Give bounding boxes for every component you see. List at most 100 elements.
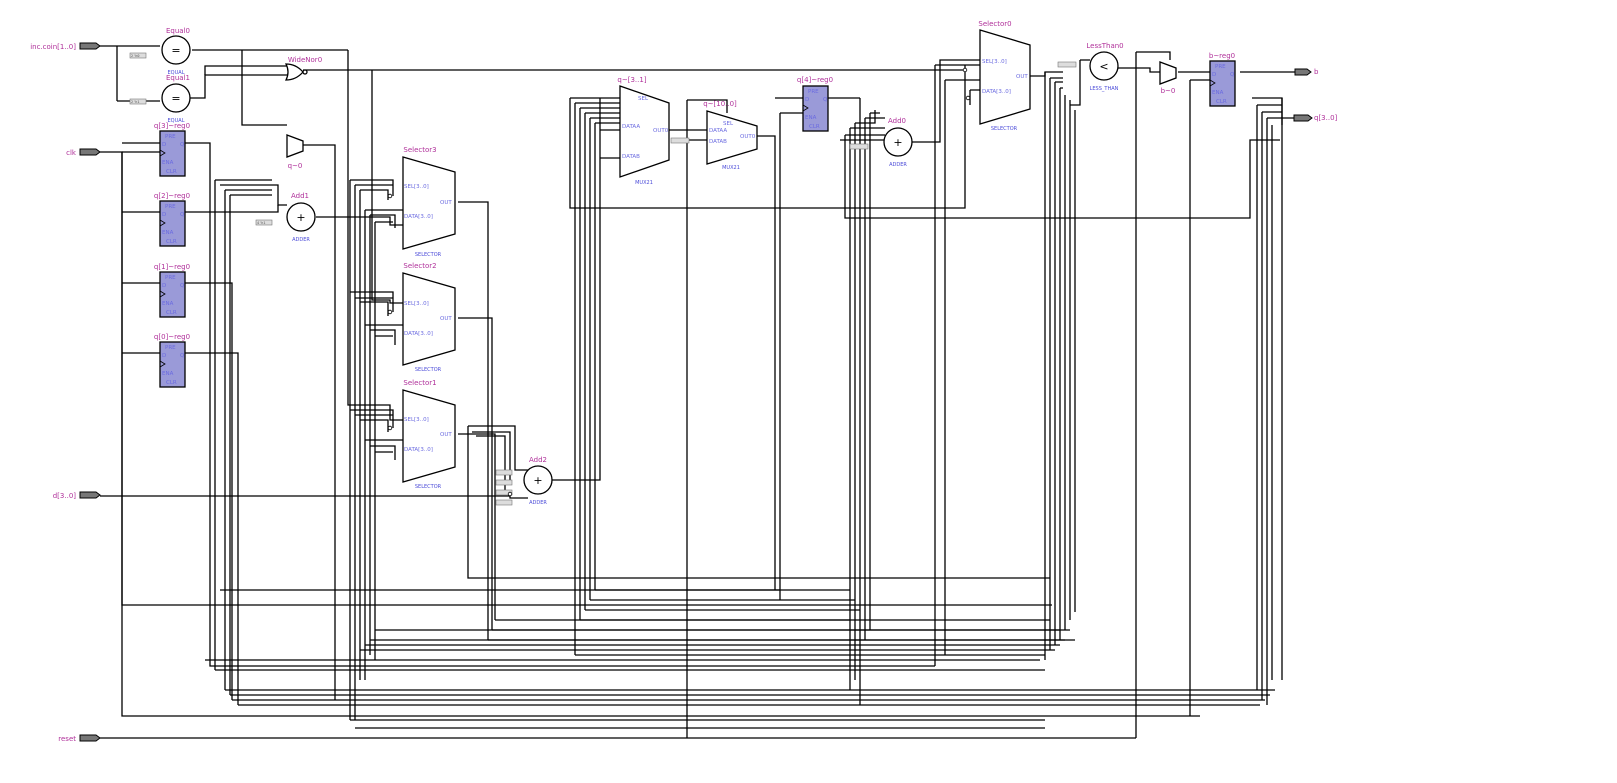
less-than0-label: LessThan0 — [1086, 42, 1123, 50]
selector0-label: Selector0 — [978, 20, 1011, 28]
output-pin-q[interactable]: q[3..0] — [1293, 114, 1338, 122]
svg-text:CLR: CLR — [809, 124, 820, 130]
svg-text:D: D — [162, 142, 166, 148]
svg-text:PRE: PRE — [1215, 64, 1226, 70]
equal1-block[interactable]: Equal1 2'h1 = EQUAL — [129, 74, 191, 124]
svg-text:Q: Q — [180, 142, 185, 148]
less-than0-block[interactable]: LessThan0 < LESS_THAN — [1057, 42, 1124, 92]
equal0-symbol: = — [171, 44, 180, 57]
selector2-type: SELECTOR — [415, 367, 442, 373]
mux-q31-type: MUX21 — [635, 180, 653, 186]
register-b[interactable]: b~reg0 PRE D Q ENA CLR — [1209, 52, 1236, 107]
q0-reg-label: q[0]~reg0 — [154, 333, 190, 341]
pin-label-clk: clk — [66, 149, 77, 157]
q4-reg-label: q[4]~reg0 — [797, 76, 833, 84]
add0-symbol: + — [893, 136, 902, 149]
svg-text:CLR: CLR — [166, 310, 177, 316]
svg-text:DATA[3..0]: DATA[3..0] — [404, 214, 433, 220]
svg-text:Q: Q — [180, 212, 185, 218]
pin-label-b: b — [1314, 68, 1319, 76]
equal1-type: EQUAL — [168, 118, 185, 124]
svg-text:OUT: OUT — [440, 200, 452, 206]
register-q3[interactable]: q[3]~reg0 PRE D Q ENA CLR — [154, 122, 190, 177]
svg-text:CLR: CLR — [1216, 99, 1227, 105]
equal0-block[interactable]: Equal0 2'h0 = EQUAL — [129, 27, 191, 76]
add2-block[interactable]: Add2 + ADDER — [495, 456, 553, 506]
less-than0-type: LESS_THAN — [1090, 86, 1119, 92]
pin-label-q: q[3..0] — [1314, 114, 1338, 122]
junction-dots — [387, 67, 971, 497]
add0-type: ADDER — [889, 162, 907, 168]
q0-mux-label: q~0 — [288, 162, 303, 170]
input-pin-d[interactable]: d[3..0] — [53, 491, 101, 500]
output-pin-b[interactable]: b — [1294, 68, 1319, 76]
selector1-label: Selector1 — [403, 379, 436, 387]
mux-q-0[interactable]: q~0 — [286, 134, 304, 170]
svg-text:OUT: OUT — [440, 432, 452, 438]
input-pin-clk[interactable]: clk — [66, 148, 101, 157]
mux-q100-label: q~[10..0] — [703, 100, 737, 108]
q1-reg-label: q[1]~reg0 — [154, 263, 190, 271]
q2-reg-label: q[2]~reg0 — [154, 192, 190, 200]
pin-label-reset: reset — [58, 735, 76, 743]
svg-text:D: D — [1212, 72, 1216, 78]
svg-text:DATA[3..0]: DATA[3..0] — [404, 331, 433, 337]
selector3-type: SELECTOR — [415, 252, 442, 258]
svg-text:DATA[3..0]: DATA[3..0] — [404, 447, 433, 453]
add1-block[interactable]: Add1 4'h1 + ADDER — [255, 192, 316, 243]
selector2-block[interactable]: Selector2 SEL[3..0] DATA[3..0] OUT SELEC… — [402, 262, 456, 373]
svg-text:ENA: ENA — [805, 115, 817, 121]
b0-mux-label: b~0 — [1161, 87, 1176, 95]
selector0-block[interactable]: Selector0 SEL[3..0] DATA[3..0] OUT SELEC… — [978, 20, 1031, 132]
svg-text:D: D — [162, 353, 166, 359]
svg-text:DATA[3..0]: DATA[3..0] — [982, 89, 1011, 95]
input-pin-inc-coin[interactable]: inc.coin[1..0] — [30, 42, 101, 51]
svg-text:DATAB: DATAB — [622, 154, 640, 160]
less-than0-symbol: < — [1099, 60, 1108, 73]
selector3-block[interactable]: Selector3 SEL[3..0] DATA[3..0] OUT SELEC… — [402, 146, 456, 258]
svg-text:D: D — [162, 212, 166, 218]
mux21-q-10-0[interactable]: q~[10..0] SEL DATAA DATAB OUT0 MUX21 — [703, 100, 758, 171]
register-q2[interactable]: q[2]~reg0 PRE D Q ENA CLR — [154, 192, 190, 247]
svg-text:SEL: SEL — [723, 121, 734, 127]
svg-text:SEL[3..0]: SEL[3..0] — [404, 301, 429, 307]
selector1-type: SELECTOR — [415, 484, 442, 490]
add0-block[interactable]: Add0 + ADDER — [849, 117, 913, 168]
register-q4[interactable]: q[4]~reg0 PRE D Q ENA CLR — [797, 76, 833, 132]
selector3-label: Selector3 — [403, 146, 436, 154]
selector0-type: SELECTOR — [991, 126, 1018, 132]
svg-text:PRE: PRE — [165, 204, 176, 210]
svg-text:OUT: OUT — [1016, 74, 1028, 80]
svg-text:PRE: PRE — [808, 89, 819, 95]
equal1-label: Equal1 — [166, 74, 190, 82]
equal0-const: 2'h0 — [131, 54, 139, 58]
equal0-label: Equal0 — [166, 27, 190, 35]
add2-symbol: + — [533, 474, 542, 487]
selector1-block[interactable]: Selector1 SEL[3..0] DATA[3..0] OUT SELEC… — [402, 379, 456, 490]
svg-text:SEL[3..0]: SEL[3..0] — [404, 417, 429, 423]
register-q0[interactable]: q[0]~reg0 PRE D Q ENA CLR — [154, 333, 190, 388]
svg-text:DATAA: DATAA — [709, 128, 727, 134]
add1-label: Add1 — [291, 192, 309, 200]
add2-label: Add2 — [529, 456, 547, 464]
mux-b-0[interactable]: b~0 — [1159, 61, 1177, 95]
mux21-q-3-1[interactable]: q~[3..1] SEL DATAA DATAB OUT0 MUX21 — [617, 76, 670, 186]
add1-const: 4'h1 — [257, 221, 265, 225]
equal0-type: EQUAL — [168, 70, 185, 76]
input-pin-reset[interactable]: reset — [58, 734, 101, 743]
svg-text:SEL: SEL — [638, 96, 649, 102]
svg-text:PRE: PRE — [165, 134, 176, 140]
svg-text:Q: Q — [180, 353, 185, 359]
q3-reg-label: q[3]~reg0 — [154, 122, 190, 130]
svg-text:OUT0: OUT0 — [653, 128, 669, 134]
svg-text:ENA: ENA — [1212, 90, 1224, 96]
svg-text:PRE: PRE — [165, 345, 176, 351]
wide-nor0-gate[interactable]: WideNor0 — [284, 56, 322, 81]
add0-label: Add0 — [888, 117, 906, 125]
b-reg-label: b~reg0 — [1209, 52, 1235, 60]
add1-type: ADDER — [292, 237, 310, 243]
equal1-symbol: = — [171, 92, 180, 105]
add1-symbol: + — [296, 211, 305, 224]
register-q1[interactable]: q[1]~reg0 PRE D Q ENA CLR — [154, 263, 190, 318]
svg-text:Q: Q — [1230, 72, 1235, 78]
